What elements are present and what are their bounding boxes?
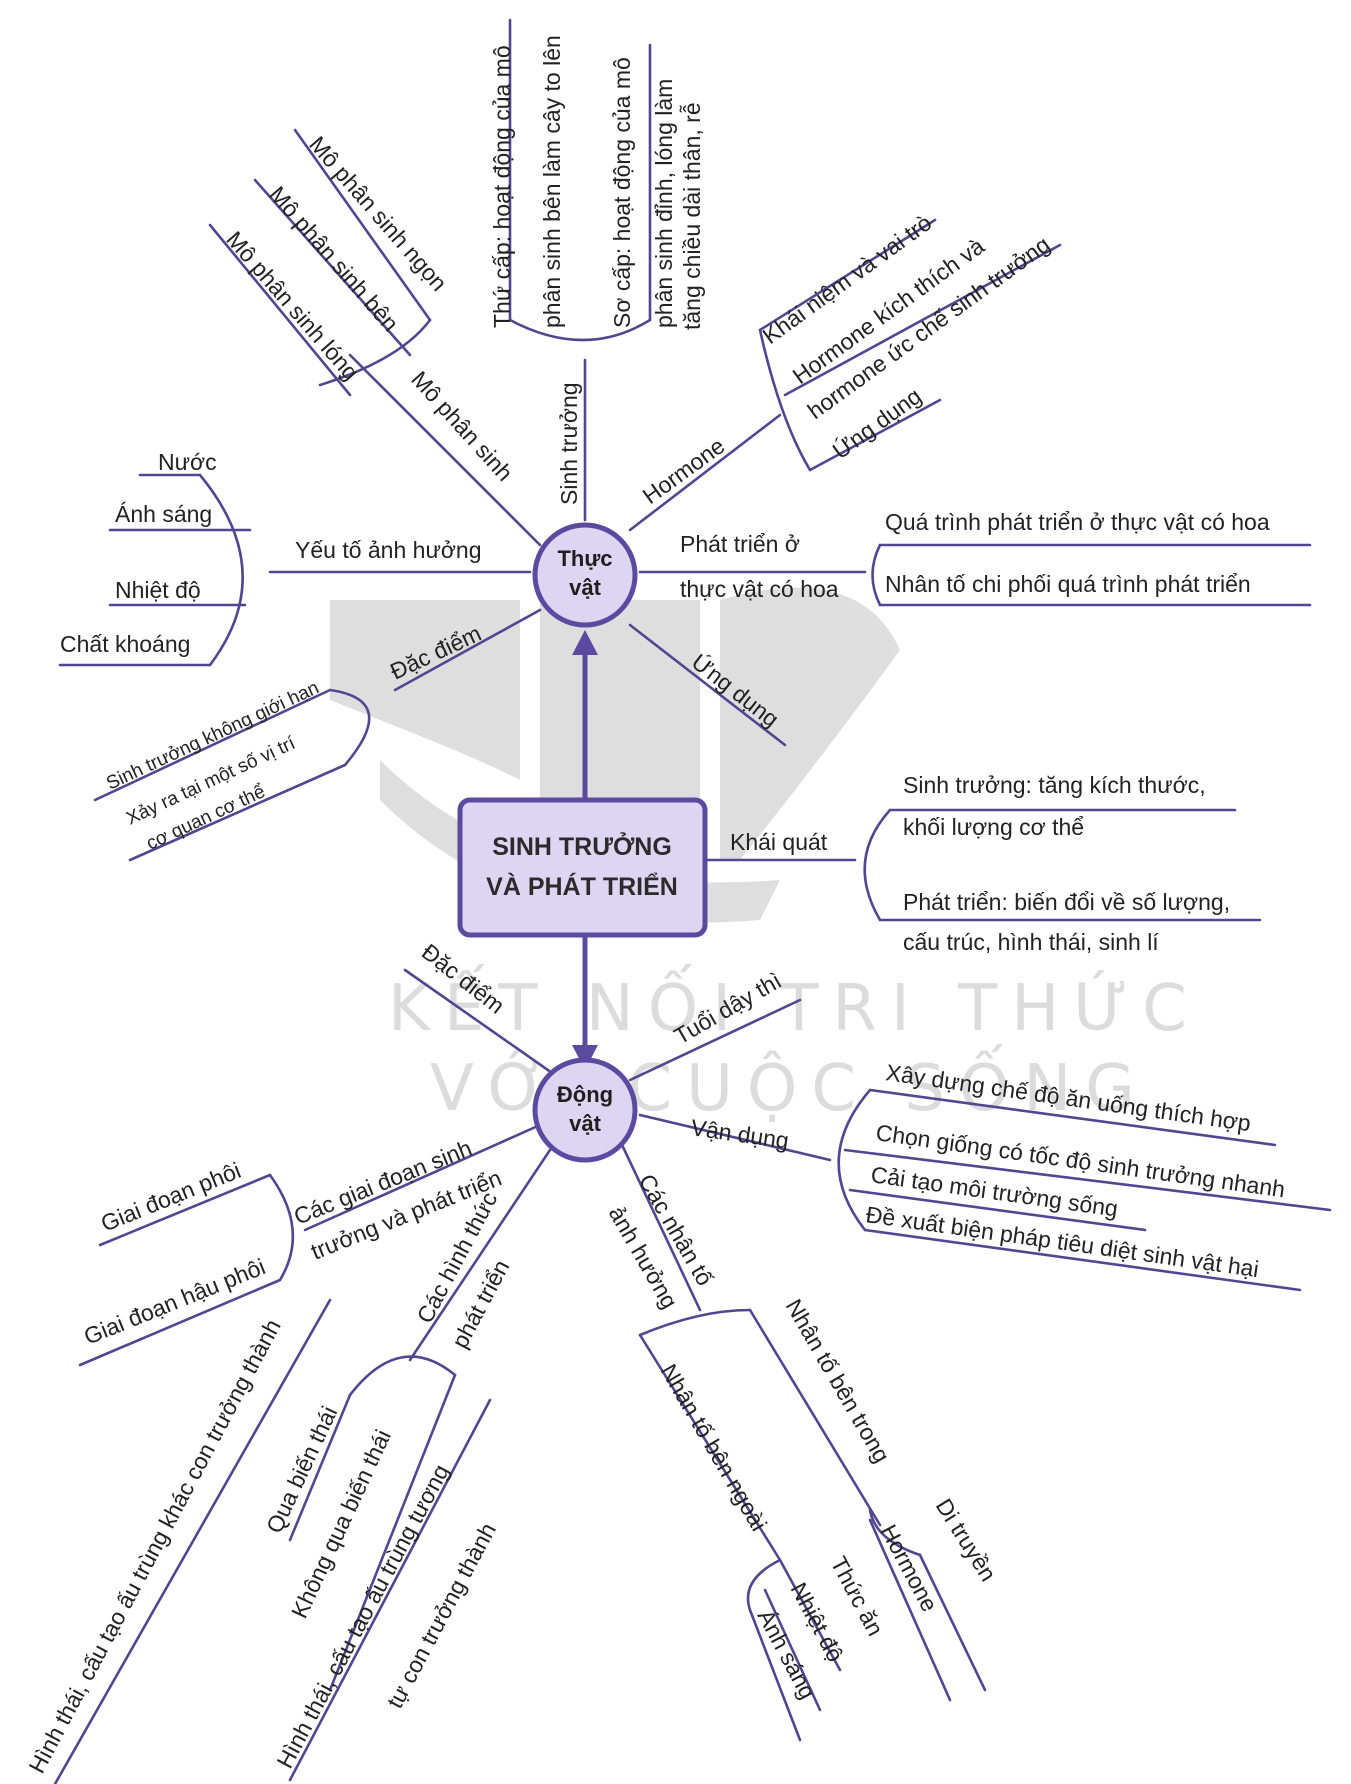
plant-hub: Thực vật xyxy=(532,522,638,628)
connector-dac-diem-plant xyxy=(393,608,542,692)
connector-nhan-to xyxy=(613,1128,702,1312)
label-khai-quat: Khái quát xyxy=(730,829,828,855)
label-sinh-truong: Sinh trưởng xyxy=(556,382,582,505)
label-yeu-to: Yếu tố ảnh hưởng xyxy=(295,537,482,563)
leaf-line xyxy=(93,688,332,802)
leaf-line xyxy=(78,1278,282,1367)
center-line2: VÀ PHÁT TRIỂN xyxy=(486,872,678,901)
label-anh-sang: Ánh sáng xyxy=(115,501,212,527)
watermark-line1: KẾT NỐI TRI THỨC xyxy=(388,964,1201,1046)
label-so-cap-2: phân sinh đỉnh, lóng làm xyxy=(651,79,677,328)
leaf-line xyxy=(208,223,352,397)
animal-hub-line2: vật xyxy=(569,1111,601,1136)
label-di-truyen: Di truyền xyxy=(931,1494,1002,1586)
bracket-van-dung xyxy=(837,1088,872,1232)
label-so-cap-1: Sơ cấp: hoạt động của mô xyxy=(609,57,635,328)
label-nhiet-do: Nhiệt độ xyxy=(115,577,201,603)
center-node: SINH TRƯỞNG VÀ PHÁT TRIỂN xyxy=(457,630,708,1070)
label-sinh-truong-def-1: Sinh trưởng: tăng kích thước, xyxy=(903,772,1206,798)
bracket-ben-ngoai xyxy=(746,1558,782,1612)
leaf-line xyxy=(918,1553,987,1692)
label-giai-doan-hau-phoi: Giai đoạn hậu phôi xyxy=(80,1253,269,1349)
label-nuoc: Nước xyxy=(158,449,217,475)
label-hinh-thai-khac: Hình thái, cấu tạo ấu trùng khác con trư… xyxy=(23,1315,285,1777)
leaf-line xyxy=(783,243,1062,397)
bracket-khai-quat xyxy=(863,808,892,922)
leaf-line xyxy=(778,1558,842,1672)
animal-hub-line1: Động xyxy=(557,1082,613,1107)
leaf-line xyxy=(843,1148,1332,1212)
leaf-line xyxy=(288,1398,492,1782)
leaf-line xyxy=(638,1333,782,1562)
connector-hinh-thuc xyxy=(408,1133,562,1362)
label-chat-khoang: Chất khoáng xyxy=(60,631,190,657)
label-so-cap-3: tăng chiều dài thân, rễ xyxy=(679,102,705,330)
label-mo-phan-sinh-ngon: Mô phân sinh ngọn xyxy=(304,131,452,296)
plant-hub-line1: Thực xyxy=(557,546,612,571)
bracket-giai-doan xyxy=(268,1173,295,1282)
leaf-line xyxy=(53,1298,332,1784)
label-thu-cap-1: Thứ cấp: hoạt động của mô xyxy=(489,45,515,328)
bracket-yeu-to xyxy=(198,473,244,667)
animal-hub: Động vật xyxy=(532,1057,638,1163)
leaf-line xyxy=(748,1308,882,1527)
leaf-line xyxy=(848,1188,1147,1232)
leaf-line xyxy=(288,1393,352,1542)
leaf-line xyxy=(868,1088,1277,1147)
label-phat-trien-2: thực vật có hoa xyxy=(680,576,839,602)
label-hormone: Hormone xyxy=(638,432,730,509)
leaf-line xyxy=(748,1608,802,1742)
connector-tuoi-day-thi xyxy=(628,998,802,1082)
label-phat-trien-def-2: cấu trúc, hình thái, sinh lí xyxy=(903,929,1159,955)
bracket-sinh-truong xyxy=(508,318,652,342)
connector-ung-dung xyxy=(628,623,787,747)
leaf-line xyxy=(293,128,432,322)
connector-dac-diem-animal xyxy=(403,968,557,1077)
leaf-line xyxy=(808,398,942,472)
center-line1: SINH TRƯỞNG xyxy=(492,831,672,861)
bracket-nhan-to xyxy=(638,1308,752,1337)
plant-hub-line2: vật xyxy=(569,575,601,600)
leaf-line xyxy=(253,178,412,357)
connector-mo-phan-sinh xyxy=(348,353,542,547)
bracket-hormone xyxy=(758,328,812,472)
bracket-phat-trien xyxy=(871,543,882,607)
label-thu-cap-2: phân sinh bên làm cây to lên xyxy=(539,35,565,328)
connector-van-dung xyxy=(638,1113,832,1162)
label-phat-trien-def-1: Phát triển: biến đổi về số lượng, xyxy=(903,889,1230,915)
label-qua-trinh: Quá trình phát triển ở thực vật có hoa xyxy=(885,509,1270,535)
connector-hormone xyxy=(628,413,782,532)
label-phat-trien-1: Phát triển ở xyxy=(680,531,800,557)
leaf-line xyxy=(98,1173,272,1247)
leaf-line xyxy=(763,1588,822,1712)
leaf-line xyxy=(128,763,347,862)
label-hormone-uc-che: hormone ức chế sinh trưởng xyxy=(803,231,1055,424)
connector-giai-doan xyxy=(303,1123,542,1232)
bracket-hinh-thuc xyxy=(348,1355,457,1397)
label-nhan-to-chi-phoi: Nhân tố chi phối quá trình phát triển xyxy=(885,571,1251,597)
label-ben-ngoai: Nhân tố bên ngoài xyxy=(656,1360,773,1536)
bracket-ben-trong xyxy=(868,1508,922,1557)
label-sinh-truong-def-2: khối lượng cơ thể xyxy=(903,814,1084,840)
leaf-line xyxy=(863,1228,1302,1292)
leaf-line xyxy=(328,1373,457,1692)
bracket-dac-diem-plant xyxy=(328,688,371,767)
label-giai-doan-phoi: Giai đoạn phôi xyxy=(97,1157,244,1237)
general-branch: Khái quát Sinh trưởng: tăng kích thước, … xyxy=(703,772,1262,955)
leaf-line xyxy=(868,1518,952,1702)
label-hormone-animal: Hormone xyxy=(876,1520,943,1616)
leaf-line xyxy=(758,218,937,332)
label-ben-trong: Nhân tố bên trong xyxy=(781,1295,896,1467)
